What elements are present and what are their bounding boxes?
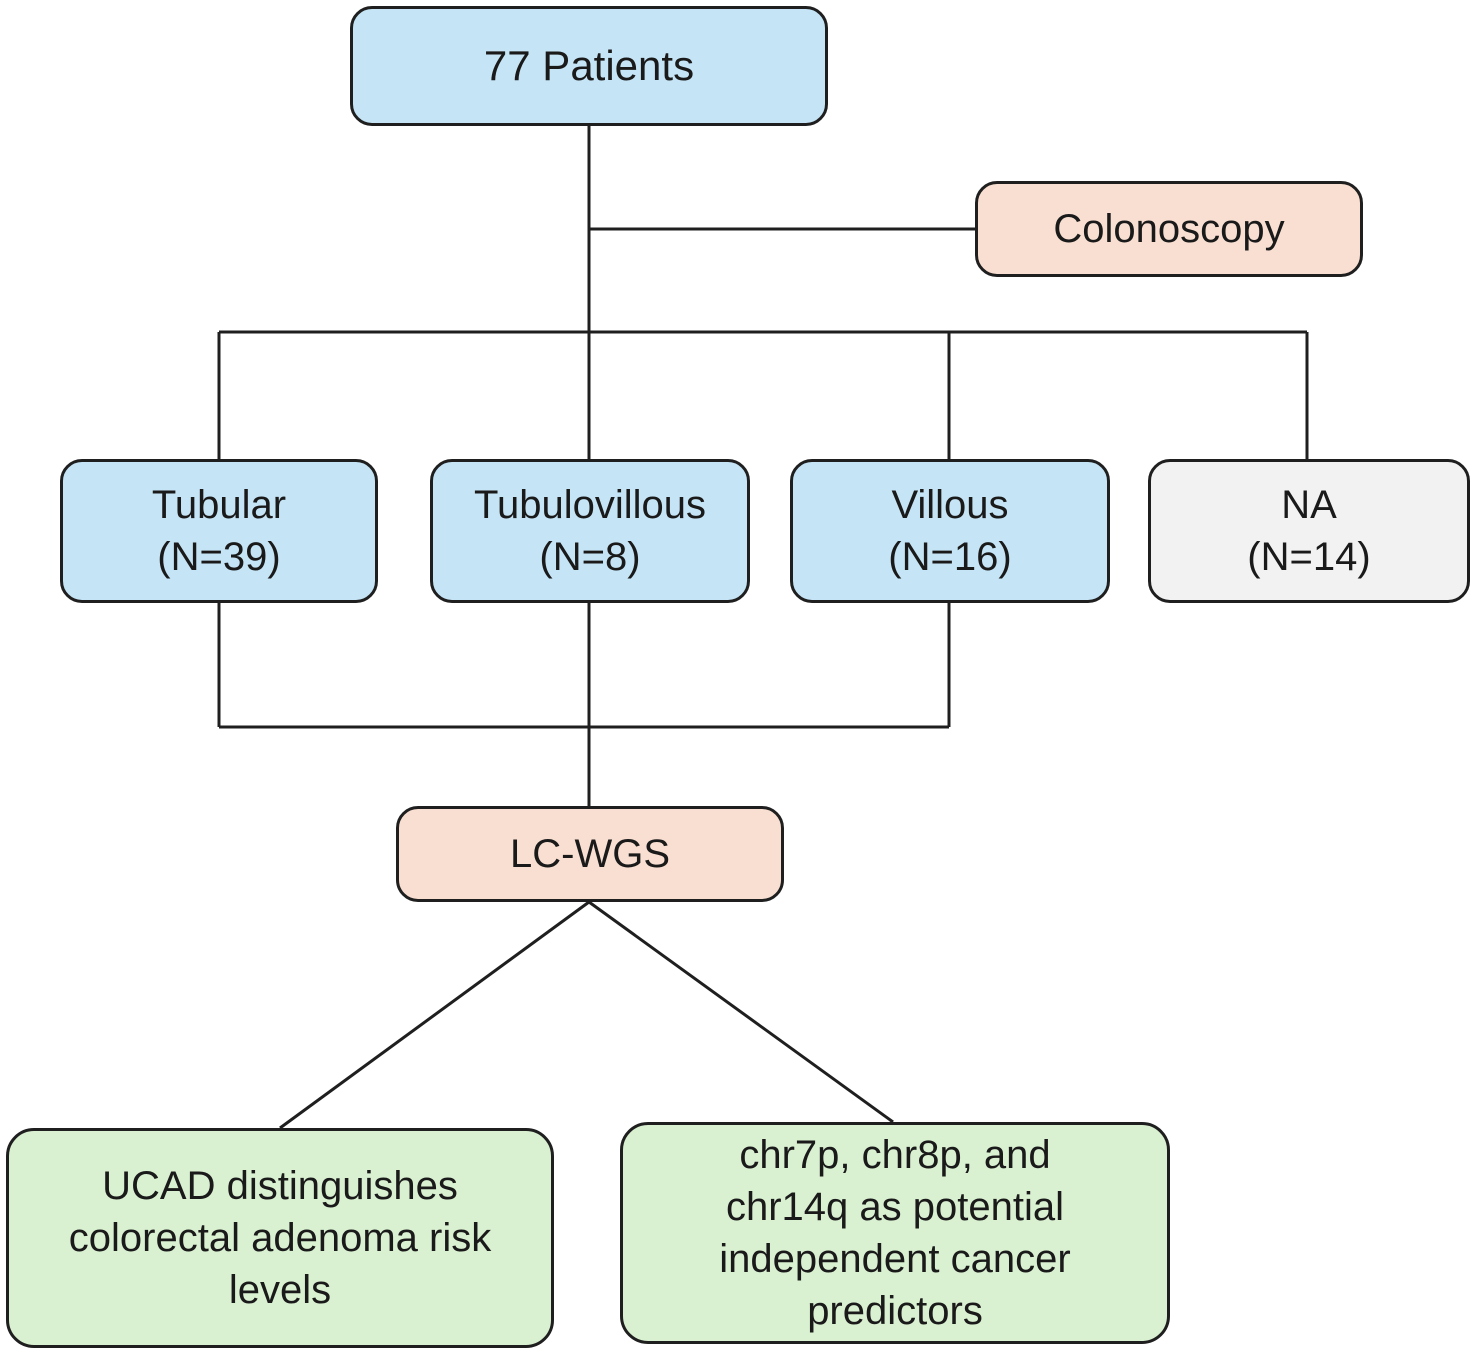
node-tubulovillous-count: (N=8) (539, 535, 641, 579)
node-ucad-result: UCAD distinguishes colorectal adenoma ri… (6, 1128, 554, 1348)
node-tubular: Tubular (N=39) (60, 459, 378, 603)
node-lc-wgs-text: LC-WGS (510, 832, 670, 876)
connector-diagonal-chr (588, 900, 894, 1124)
node-tubulovillous: Tubulovillous (N=8) (430, 459, 750, 603)
node-na: NA (N=14) (1148, 459, 1470, 603)
node-chr-line-3: independent cancer (719, 1237, 1071, 1281)
node-lc-wgs: LC-WGS (396, 806, 784, 902)
node-villous-count: (N=16) (888, 535, 1012, 579)
node-77-patients-text: 77 Patients (483, 42, 695, 89)
node-chr-result: chr7p, chr8p, and chr14q as potential in… (620, 1122, 1170, 1344)
node-tubular-count: (N=39) (157, 535, 281, 579)
node-na-count: (N=14) (1247, 535, 1371, 579)
node-77-patients: 77 Patients (350, 6, 828, 126)
node-na-label: NA (1281, 483, 1337, 527)
node-colonoscopy: Colonoscopy (975, 181, 1363, 277)
node-ucad-line-3: levels (228, 1268, 332, 1312)
node-chr-line-1: chr7p, chr8p, and (739, 1133, 1051, 1177)
node-tubular-label: Tubular (151, 483, 287, 527)
node-chr-line-2: chr14q as potential (725, 1185, 1064, 1229)
node-colonoscopy-text: Colonoscopy (1053, 207, 1285, 251)
node-ucad-line-2: colorectal adenoma risk (68, 1216, 492, 1260)
node-chr-line-4: predictors (807, 1289, 983, 1333)
node-villous: Villous (N=16) (790, 459, 1110, 603)
connector-diagonal-ucad (279, 900, 590, 1130)
node-ucad-line-1: UCAD distinguishes (102, 1164, 458, 1208)
node-tubulovillous-label: Tubulovillous (474, 483, 706, 527)
node-villous-label: Villous (891, 483, 1009, 527)
